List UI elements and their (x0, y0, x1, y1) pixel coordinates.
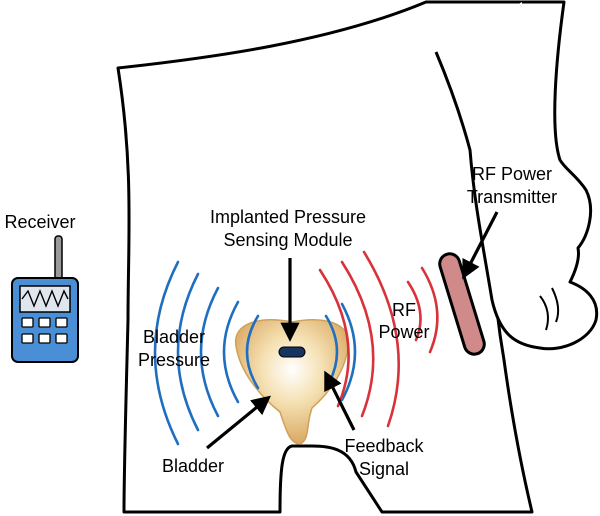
arrow-bladder (205, 395, 271, 450)
receiver-waveform (21, 289, 69, 308)
pressure-wave-4 (176, 272, 200, 432)
arm-outline (434, 0, 599, 351)
feedback-label-line1: Feedback (344, 436, 424, 456)
pressure-wave-3 (199, 286, 220, 418)
arrows (205, 211, 499, 450)
hand-detail (539, 287, 560, 331)
bladder-label: Bladder (161, 456, 225, 476)
receiver-screen (19, 285, 71, 313)
rf-wave-3 (362, 250, 401, 428)
rf-transmitter-label-line2: Transmitter (466, 187, 558, 207)
rf-wave-1 (318, 268, 350, 408)
receiver-device (11, 235, 79, 363)
implant-label-line1: Implanted Pressure (209, 207, 367, 227)
receiver-label: Receiver (4, 212, 76, 232)
bladder-pressure-label-line1: Bladder (142, 327, 206, 347)
pressure-wave-1 (245, 314, 260, 390)
receiver-antenna (54, 235, 63, 281)
rf-wave-5 (420, 266, 439, 354)
bladder-pressure-label-line2: Pressure (137, 350, 211, 370)
implant-label-line2: Sensing Module (223, 230, 353, 250)
arrow-feedback (324, 370, 356, 431)
rf-transmitter-label-line1: RF Power (471, 164, 552, 184)
bladder (235, 319, 349, 445)
rf-power-waves (318, 250, 439, 428)
feedback-label-line2: Signal (358, 459, 410, 479)
pressure-wave-2 (222, 300, 240, 404)
bladder-pressure-waves (153, 260, 357, 446)
pressure-wave-7 (340, 302, 357, 402)
receiver-keypad (21, 317, 68, 344)
arrow-transmitter (462, 211, 499, 280)
rf-power-label-line1: RF (392, 300, 416, 320)
rf-power-label-line2: Power (378, 322, 430, 342)
pressure-wave-5 (153, 260, 180, 446)
rf-wave-4 (406, 280, 422, 342)
implanted-sensing-module (278, 346, 306, 358)
rf-power-transmitter (438, 252, 486, 356)
rf-wave-2 (340, 260, 375, 418)
